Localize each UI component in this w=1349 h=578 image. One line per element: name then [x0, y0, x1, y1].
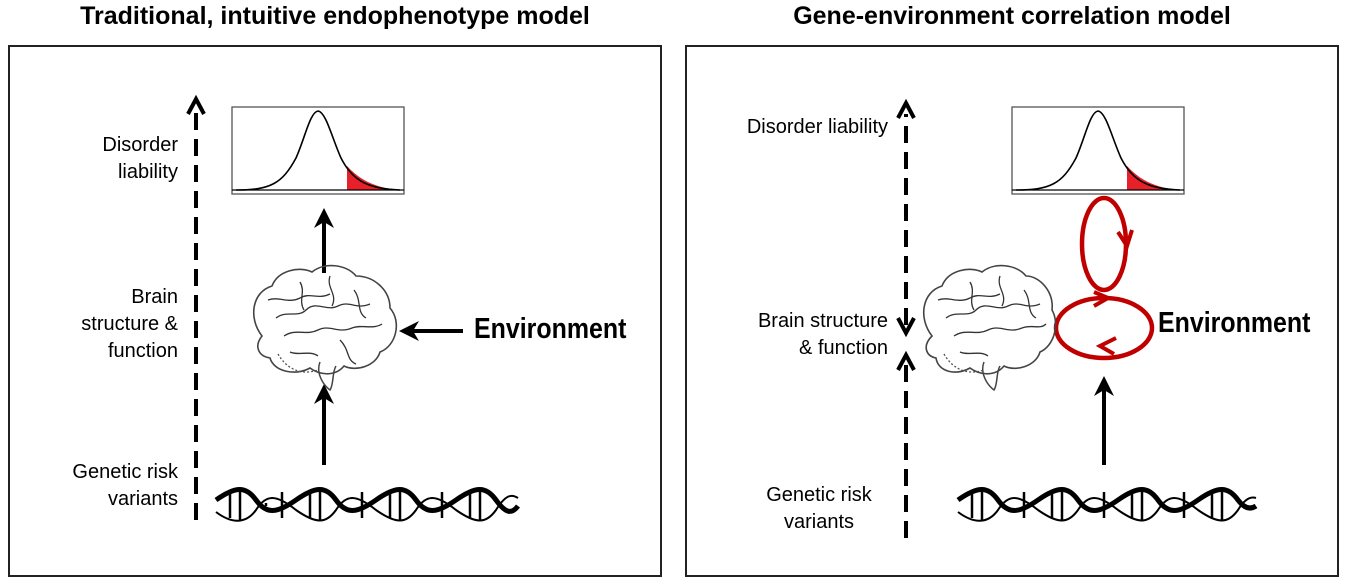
environment-label: Environment	[474, 313, 627, 345]
disorder-liability-label: Disorder liability	[102, 134, 178, 183]
lower-axis-arrowhead-up	[896, 350, 916, 371]
upper-axis-arrowhead-down	[896, 317, 916, 338]
genetic-risk-variants-label-right: Genetic risk variants	[766, 484, 872, 533]
distribution-tail-fill	[347, 166, 400, 190]
loop-horizontal-arrowhead-top	[1093, 290, 1113, 308]
brain-icon	[253, 264, 398, 392]
genetic-risk-variants-label: Genetic risk variants	[72, 461, 178, 510]
right-panel-title: Gene-environment correlation model	[793, 2, 1231, 30]
brain-structure-label-right: Brain structure & function	[757, 310, 888, 359]
brain-icon-right	[923, 264, 1057, 392]
loop-horizontal-arrowhead-bottom	[1095, 336, 1117, 356]
left-panel-title: Traditional, intuitive endophenotype mod…	[80, 2, 590, 30]
upper-axis-arrowhead-up	[896, 98, 916, 119]
liability-distribution-plot	[231, 106, 405, 195]
liability-distribution-plot-right	[1011, 106, 1185, 195]
dna-helix-icon	[214, 487, 520, 522]
distribution-curve	[235, 110, 401, 191]
disorder-liability-label-right: Disorder liability	[746, 116, 888, 138]
feedback-loop-vertical	[1079, 195, 1129, 293]
dna-helix-icon-right	[956, 487, 1258, 522]
loop-vertical-arrowhead	[1116, 229, 1134, 251]
brain-structure-label: Brain structure & function	[81, 286, 178, 362]
liability-axis-arrowhead	[186, 94, 206, 115]
environment-label-right: Environment	[1158, 307, 1311, 339]
